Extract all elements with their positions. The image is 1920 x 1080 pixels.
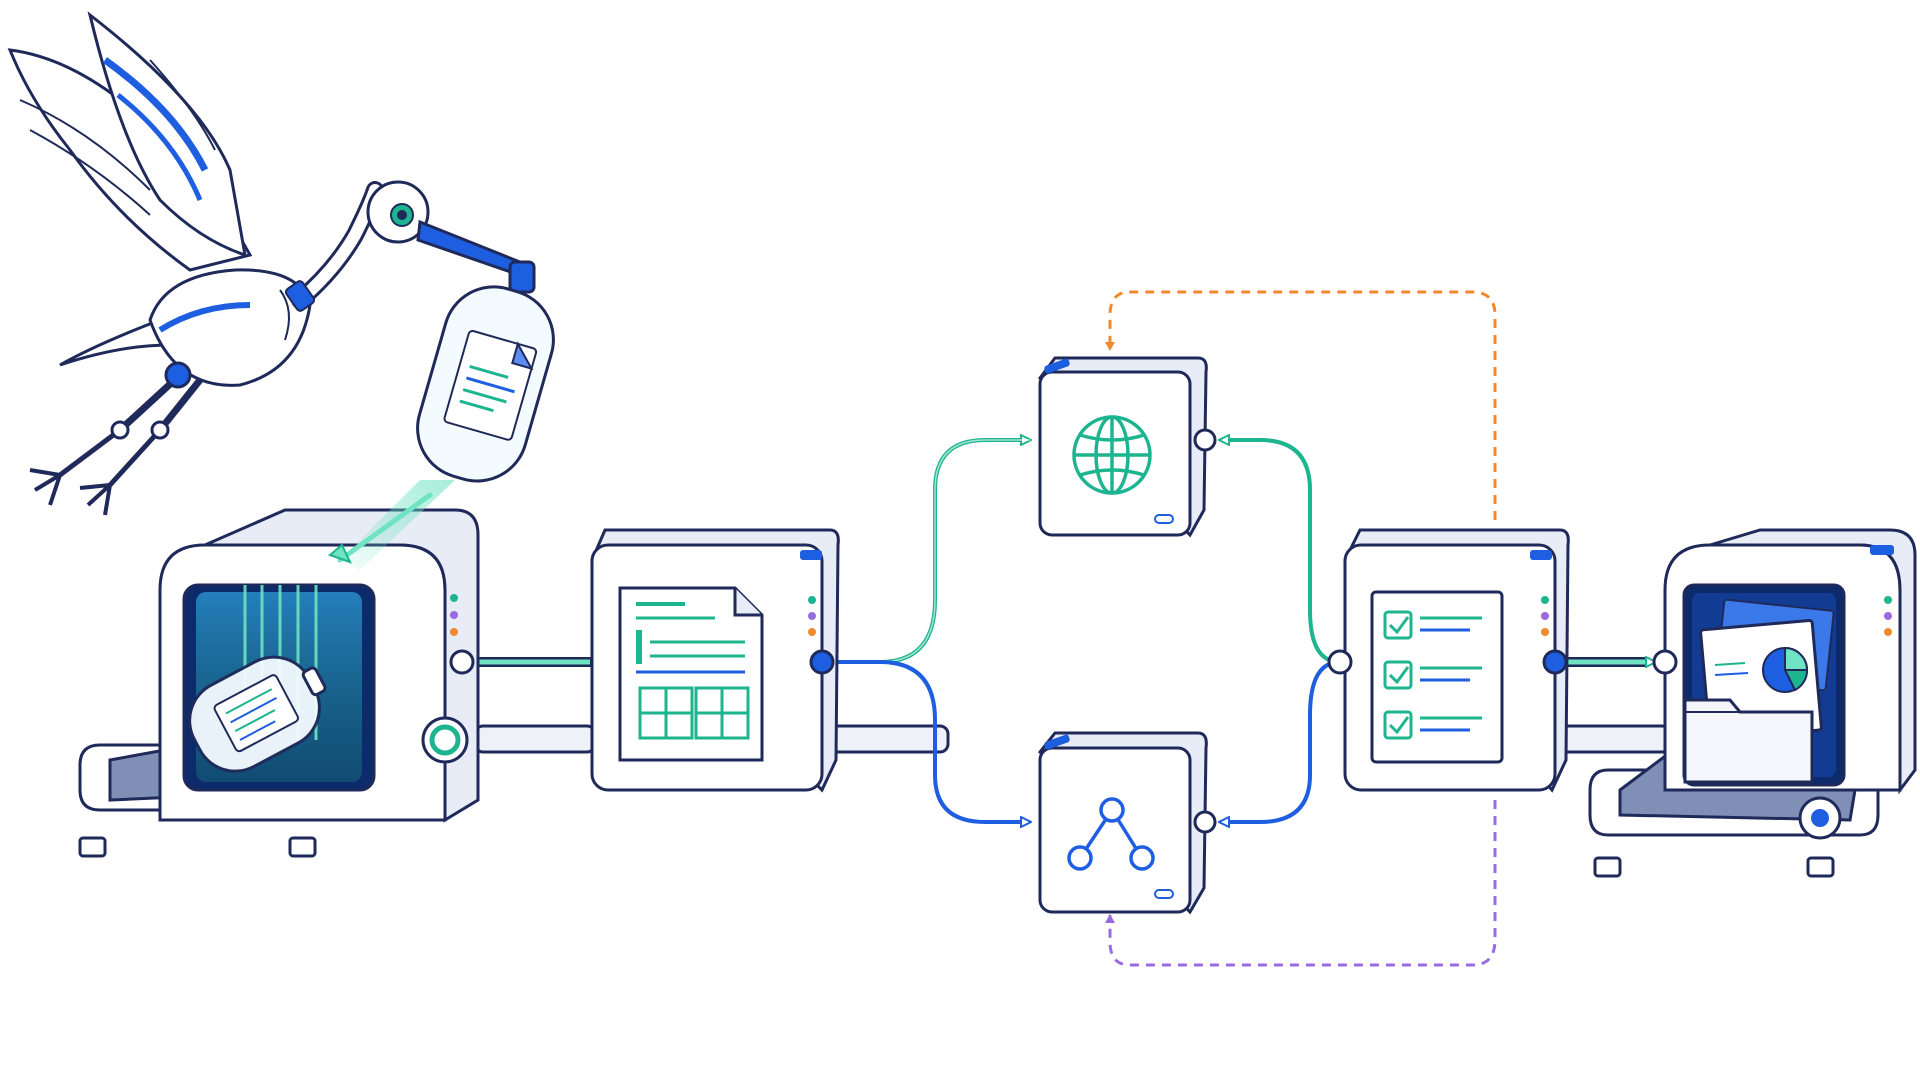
node-web-processor: [1038, 356, 1217, 538]
edge-feedback-purple: [1105, 800, 1497, 967]
edge-feedback-orange: [1105, 290, 1497, 520]
edge-parser-to-graph: [828, 660, 1030, 822]
pipe-gray: [1558, 724, 1672, 754]
pie-chart-folder-icon: [1683, 598, 1835, 784]
edge-checker-to-graph: [1220, 660, 1341, 822]
pipe-gray: [826, 724, 950, 754]
document-capsule-icon: [416, 285, 555, 483]
status-ring: [421, 716, 469, 764]
document-capsule-icon: [188, 655, 327, 773]
edge-checker-to-web: [1220, 440, 1341, 664]
edge-parser-to-web: [828, 440, 1030, 664]
node-ingest-scanner: [78, 448, 480, 858]
node-graph-processor: [1038, 731, 1217, 915]
node-validation-checker: [1327, 528, 1570, 793]
checklist-icon: [1370, 590, 1504, 764]
graph-nodes-icon: [1067, 797, 1155, 871]
pipe-gray: [473, 724, 597, 754]
robotic-heron-icon: [7, 11, 536, 516]
globe-icon: [1072, 415, 1152, 495]
document-layout-icon: [618, 586, 764, 762]
node-document-parser: [590, 528, 840, 793]
robotic-legs: [29, 361, 203, 516]
transfer-beam: [328, 480, 455, 570]
node-report-output: [1588, 528, 1917, 878]
connectors: [455, 290, 1672, 967]
